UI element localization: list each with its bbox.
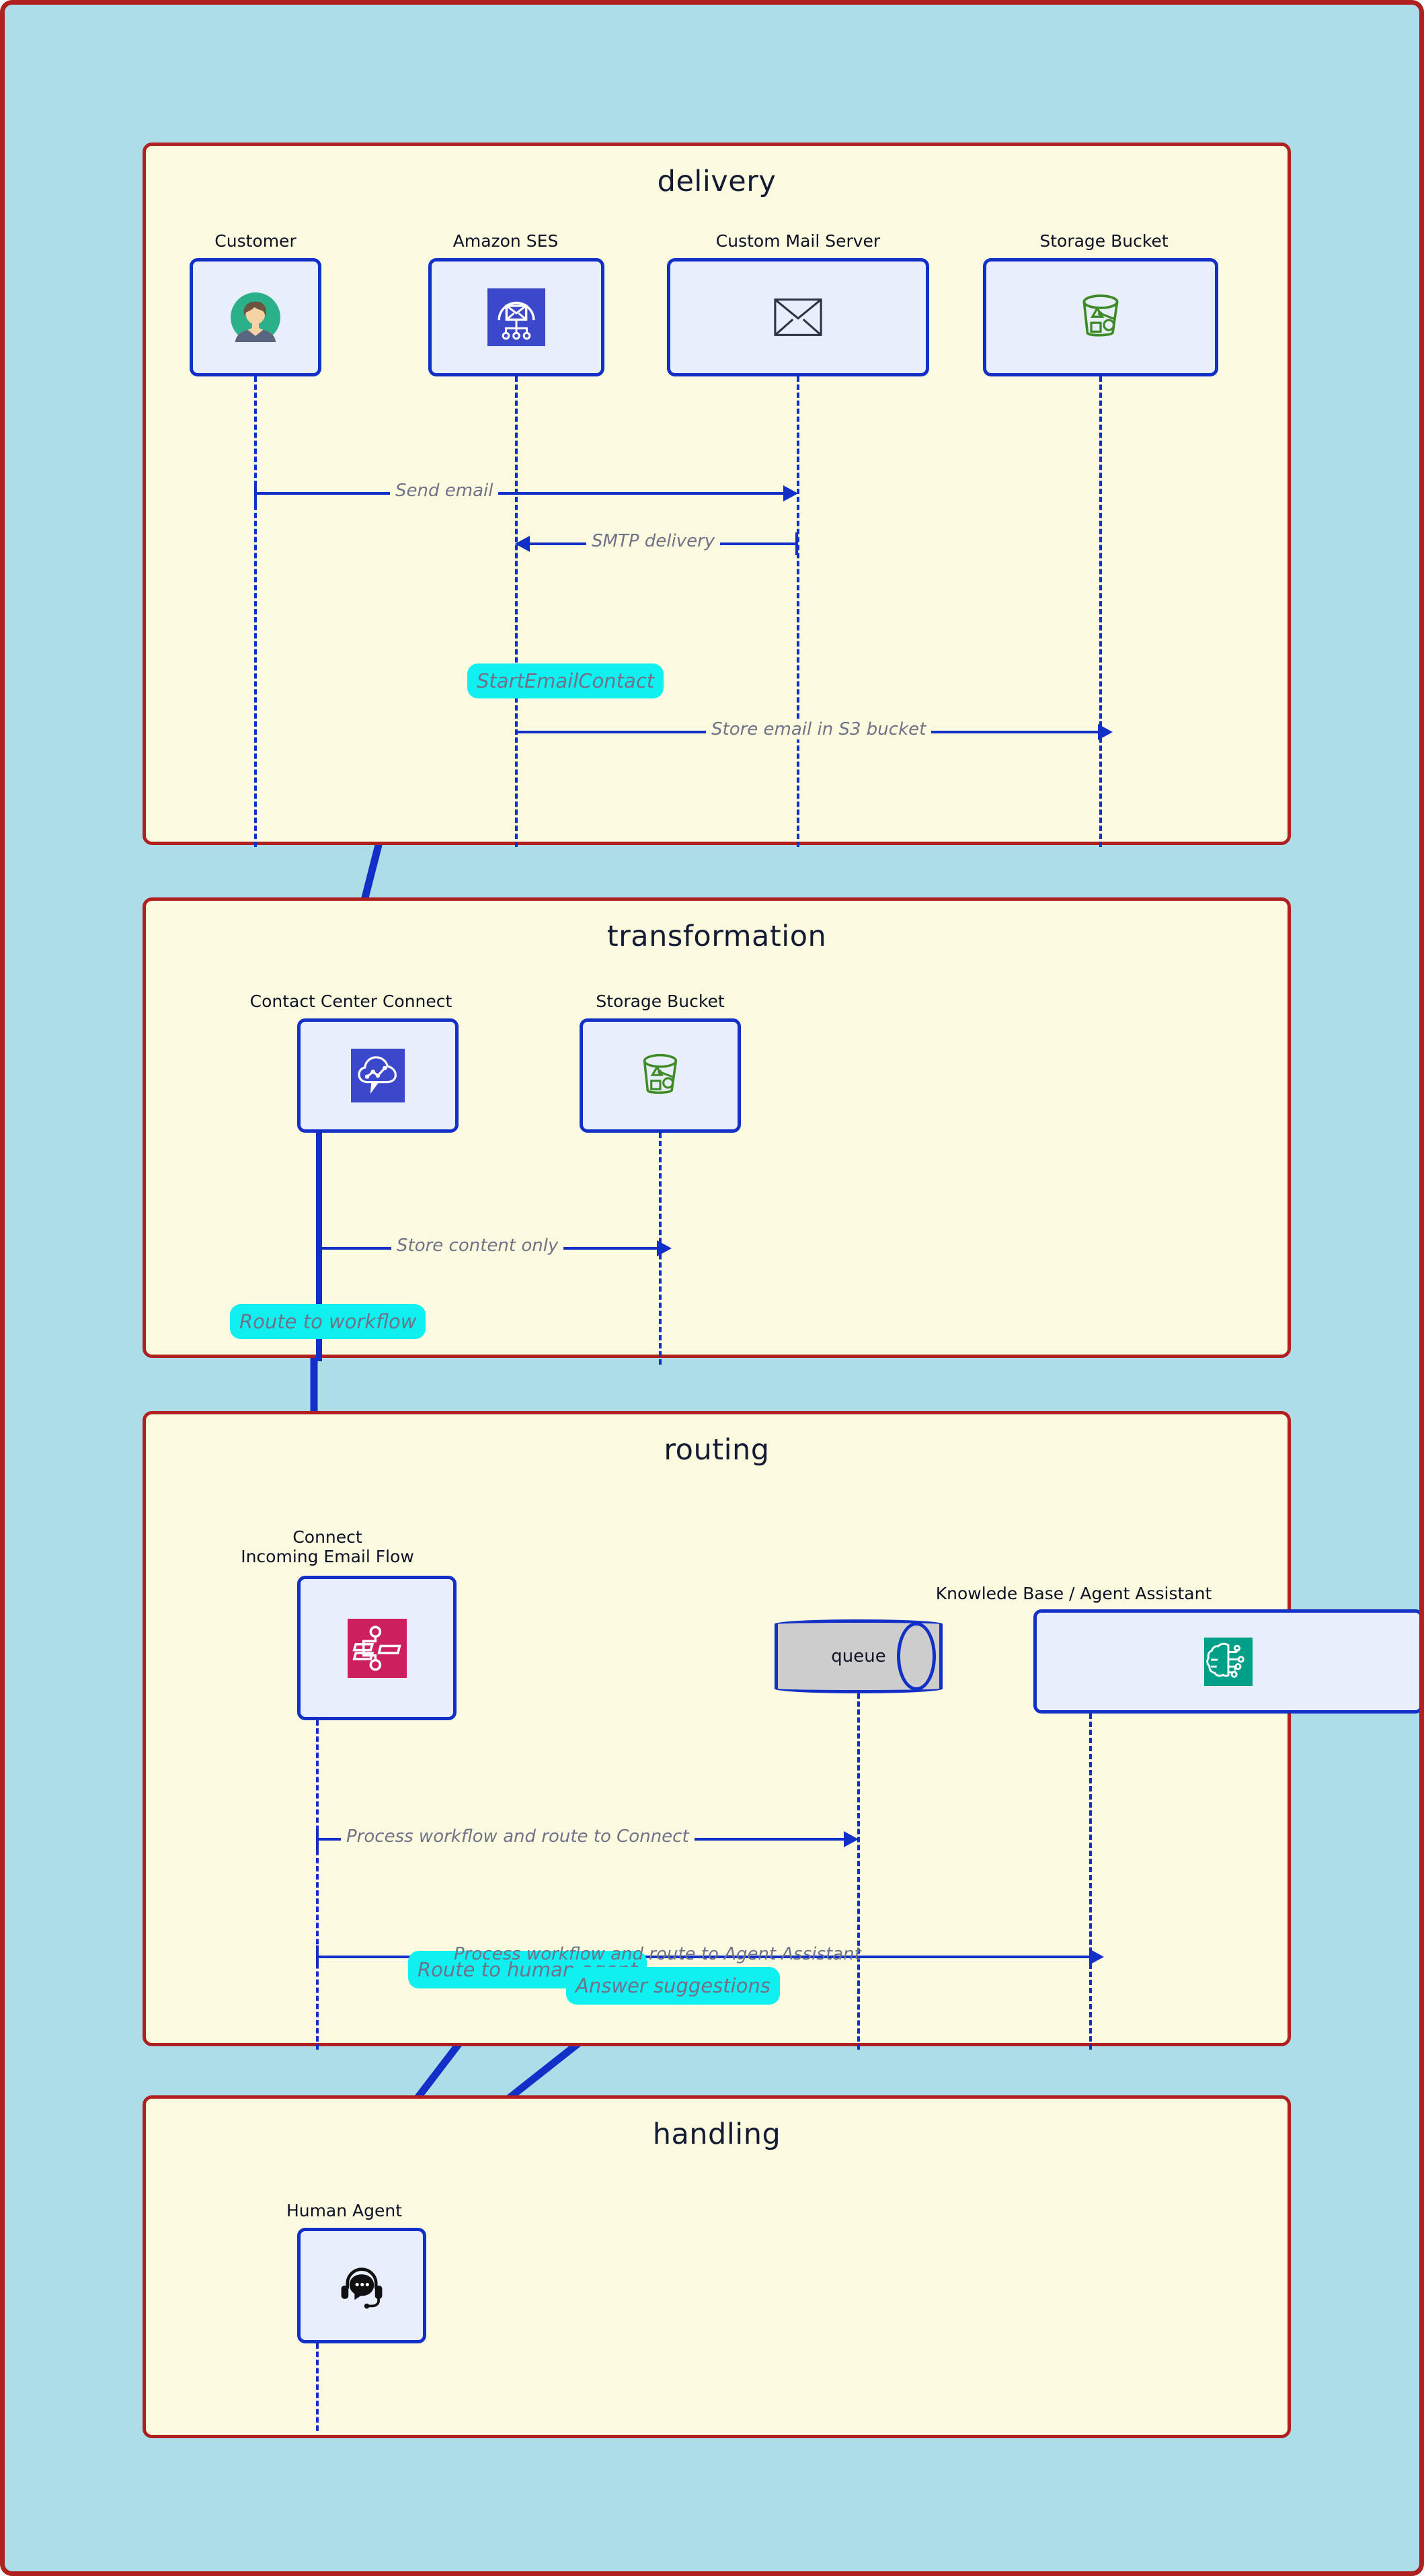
section-handling: handling Human Agent — [143, 2095, 1291, 2438]
message-arrowhead-process-route-agent-assistant — [1089, 1949, 1104, 1965]
participant-label-connect-incoming-email-flow: Connect Incoming Email Flow — [241, 1527, 414, 1566]
storage-bucket-icon — [643, 1053, 678, 1094]
message-label-process-route-agent-assistant: Process workflow and route to Agent Assi… — [454, 1944, 861, 1964]
section-title-handling: handling — [652, 2118, 781, 2151]
participant-label-human-agent: Human Agent — [286, 2201, 403, 2220]
contact-center-connect-icon — [351, 1049, 405, 1102]
participant-box-knowledge-base[interactable] — [1033, 1609, 1419, 1714]
participant-label-knowledge-base: Knowlede Base / Agent Assistant — [935, 1584, 1212, 1603]
participant-label-storage-bucket-transformation: Storage Bucket — [596, 992, 725, 1011]
lifeline-custom-mail-server — [797, 376, 799, 847]
participant-label-customer: Customer — [214, 231, 296, 251]
customer-avatar-icon — [231, 292, 280, 342]
message-label-process-route-connect: Process workflow and route to Connect — [341, 1826, 695, 1847]
lifeline-amazon-ses — [515, 376, 518, 847]
participant-box-connect-incoming-email-flow[interactable] — [297, 1576, 457, 1720]
section-transformation: transformation Contact Center Connect St… — [143, 897, 1291, 1365]
participant-label-custom-mail-server: Custom Mail Server — [715, 231, 881, 251]
section-title-delivery: delivery — [657, 165, 777, 198]
amazon-ses-icon — [487, 288, 545, 346]
participant-label-contact-center-connect: Contact Center Connect — [249, 992, 452, 1011]
lifeline-knowledge-base — [1089, 1714, 1092, 2050]
knowledge-base-icon — [1204, 1637, 1253, 1686]
msg-cap-smtp-delivery — [795, 532, 798, 555]
message-arrowhead-smtp-delivery — [515, 536, 530, 552]
message-arrowhead-send-email — [783, 485, 798, 501]
lifeline-contact-center-connect — [316, 1133, 322, 1361]
lifeline-queue — [857, 1693, 860, 2050]
lifeline-storage-bucket — [1099, 376, 1102, 847]
envelope-icon — [774, 298, 822, 336]
message-label-smtp-delivery: SMTP delivery — [586, 531, 721, 551]
participant-box-custom-mail-server[interactable] — [667, 258, 929, 376]
queue-label: queue — [831, 1646, 886, 1666]
section-title-transformation: transformation — [606, 920, 827, 953]
participant-box-human-agent[interactable] — [297, 2228, 426, 2343]
lifeline-connect-incoming-email-flow — [316, 1720, 319, 2050]
lifeline-human-agent — [316, 2343, 319, 2431]
section-title-routing: routing — [664, 1433, 770, 1467]
participant-box-customer[interactable] — [190, 258, 321, 376]
message-arrowhead-store-content-only — [657, 1240, 672, 1256]
email-flow-icon — [347, 1618, 407, 1678]
note-route-to-workflow: Route to workflow — [230, 1304, 426, 1339]
participant-box-amazon-ses[interactable] — [428, 258, 604, 376]
message-arrowhead-process-route-connect — [844, 1831, 859, 1847]
message-line-process-route-agent-assistant — [317, 1956, 1089, 1958]
participant-box-storage-bucket-transformation[interactable] — [580, 1018, 741, 1133]
headset-agent-icon — [341, 2267, 383, 2309]
message-label-store-email-s3: Store email in S3 bucket — [706, 719, 932, 739]
message-label-store-content-only: Store content only — [391, 1236, 564, 1256]
note-start-email-contact: StartEmailContact — [467, 663, 664, 698]
note-answer-suggestions: Answer suggestions — [566, 1967, 780, 2005]
section-delivery: delivery Customer Amazon SES Custom Mail… — [143, 143, 1291, 847]
participant-box-storage-bucket-delivery[interactable] — [983, 258, 1218, 376]
section-routing: routing Connect Incoming Email Flow Know… — [143, 1411, 1419, 2050]
participant-label-amazon-ses: Amazon SES — [452, 231, 559, 251]
participant-box-queue[interactable]: queue — [775, 1619, 943, 1693]
storage-bucket-icon — [1082, 294, 1119, 337]
message-arrowhead-store-email-s3 — [1098, 724, 1113, 740]
lifeline-customer — [254, 376, 257, 847]
participant-label-storage-bucket: Storage Bucket — [1039, 231, 1169, 251]
message-line-send-email — [255, 492, 783, 495]
participant-box-contact-center-connect[interactable] — [297, 1018, 459, 1133]
message-label-send-email: Send email — [390, 481, 499, 501]
